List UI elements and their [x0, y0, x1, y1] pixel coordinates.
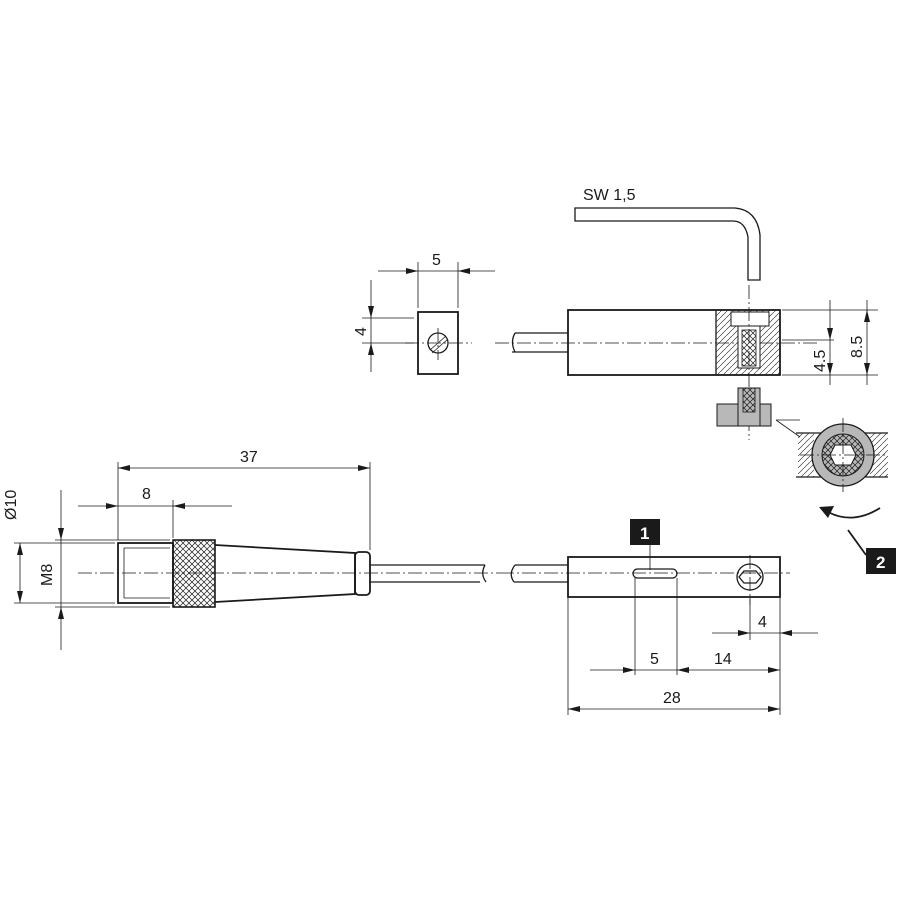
dim-4: 4 [758, 614, 767, 631]
connector-view [78, 539, 500, 608]
dim-thread: M8 [39, 564, 56, 586]
dim-top-width: 5 [432, 252, 441, 269]
callout-1-label: 1 [640, 524, 649, 543]
dim-28: 28 [663, 690, 681, 707]
dim-5: 5 [650, 651, 659, 668]
sensor-view [500, 555, 790, 605]
allen-wrench: SW 1,5 [574, 187, 761, 281]
dim-top-height: 4 [353, 327, 370, 336]
sensor-side-section: 8.5 4.5 [495, 285, 878, 440]
wrench-size-label: SW 1,5 [583, 187, 636, 204]
end-block-view: 5 4 [353, 252, 495, 375]
connector-dimensions: 37 8 Ø10 M8 [3, 449, 371, 650]
dim-length-37: 37 [240, 449, 258, 466]
dim-height-total: 8.5 [849, 336, 866, 358]
set-screw-detail [716, 387, 888, 556]
callout-2: 2 [866, 548, 896, 574]
dim-length-8: 8 [142, 486, 151, 503]
dim-height-inner: 4.5 [812, 350, 829, 372]
rotation-arrow-icon [819, 506, 834, 518]
callout-2-label: 2 [876, 553, 885, 572]
callout-1: 1 [630, 519, 660, 545]
sensor-dimensions: 4 5 14 28 [567, 545, 818, 715]
dim-14: 14 [714, 651, 732, 668]
dim-diameter: Ø10 [3, 490, 20, 520]
